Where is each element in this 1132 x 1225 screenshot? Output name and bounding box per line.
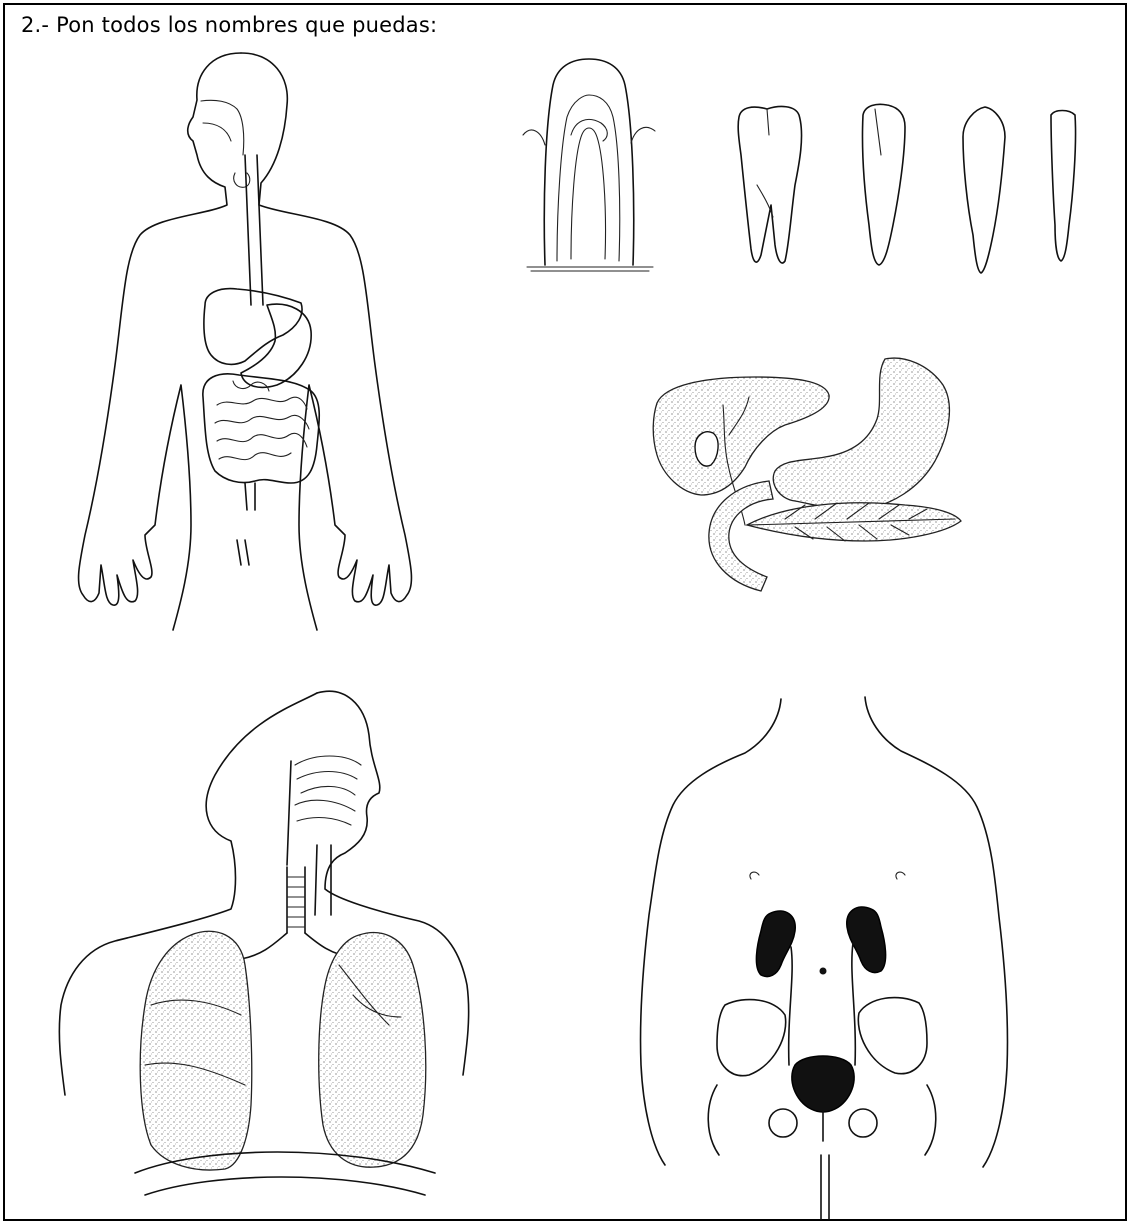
digestive-system-icon <box>79 53 412 630</box>
tooth-cross-section-icon <box>523 59 655 271</box>
worksheet: 2.- Pon todos los nombres que puedas: <box>3 3 1127 1221</box>
worksheet-illustrations <box>5 5 1129 1223</box>
liver-stomach-pancreas-icon <box>653 358 961 591</box>
respiratory-system-icon <box>59 691 468 1195</box>
tooth-types-icon <box>738 104 1075 273</box>
urinary-system-icon <box>640 697 1007 1219</box>
